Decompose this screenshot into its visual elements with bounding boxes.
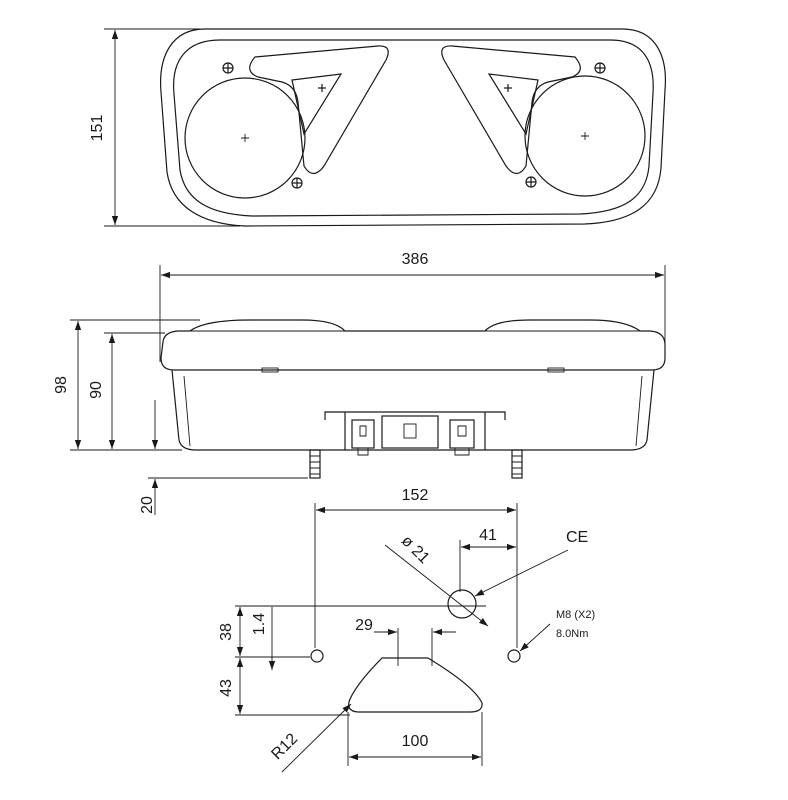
profile-height-label: 43 [218,679,235,697]
right-reflector-outline [441,45,581,175]
height-dimension-label: 151 [89,115,106,142]
radius-leader-line [281,703,352,773]
right-center-mark [581,132,589,140]
housing-profile [171,369,655,451]
top-view: 151 [89,28,667,227]
screw-icon [525,176,537,188]
profile-width-label: 100 [402,733,429,750]
hole-diameter-label: ø 21 [398,532,433,567]
connector-block [324,411,506,456]
mounting-view: 152 41 CE ø 21 38 1.4 43 29 [218,487,595,773]
profile-top-label: 29 [355,617,373,634]
mounting-bolt [511,449,523,479]
screw-icon [291,177,303,189]
bolt-spacing-extension-lines [314,503,518,648]
left-lamp-circle [184,77,306,199]
mounting-bolt [309,449,321,479]
height-extension-lines [104,28,240,227]
clip-mark [261,367,279,373]
profile-top-extension-lines [397,628,433,666]
lamp-bottom-profile [348,657,483,713]
screw-icon [594,62,606,74]
hole-height-label: 38 [218,623,235,641]
bolt-hole [507,649,521,663]
cable-hole [447,589,477,619]
hole-diameter-line [384,544,489,627]
width-extension-lines [159,265,666,362]
side-height-extension-lines [70,319,200,451]
bolt-dimension-label: 20 [139,496,156,514]
body-height-dimension-label: 90 [88,381,105,399]
profile-width-extension-lines [347,712,483,766]
right-reflector-mark [504,84,512,92]
ce-offset-label: 41 [479,527,497,544]
left-center-mark [241,134,249,142]
left-reflector-triangle [291,73,343,136]
lamp-outer-outline [160,28,667,227]
left-reflector-outline [249,45,389,175]
small-offset-label: 1.4 [251,613,268,635]
right-lamp-circle [524,75,646,197]
lamp-inner-outline [173,39,654,217]
left-reflector-mark [318,84,326,92]
ce-leader-line [474,549,569,597]
torque-spec-label: 8.0Nm [556,628,588,640]
bolt-spacing-label: 152 [402,487,429,504]
total-height-dimension-label: 98 [53,376,70,394]
width-dimension-label: 386 [402,251,429,268]
bolt-spec-label: M8 (X2) [556,609,595,621]
bolt-spec-leader-line [519,623,551,652]
clip-mark [547,367,565,373]
ce-mark-label: CE [566,529,588,546]
screw-icon [222,62,234,74]
housing-inner-line [183,375,643,447]
right-reflector-triangle [487,73,539,136]
side-view: 386 98 90 20 [53,251,666,515]
bolt-hole [310,649,324,663]
lens-profile [160,319,666,371]
